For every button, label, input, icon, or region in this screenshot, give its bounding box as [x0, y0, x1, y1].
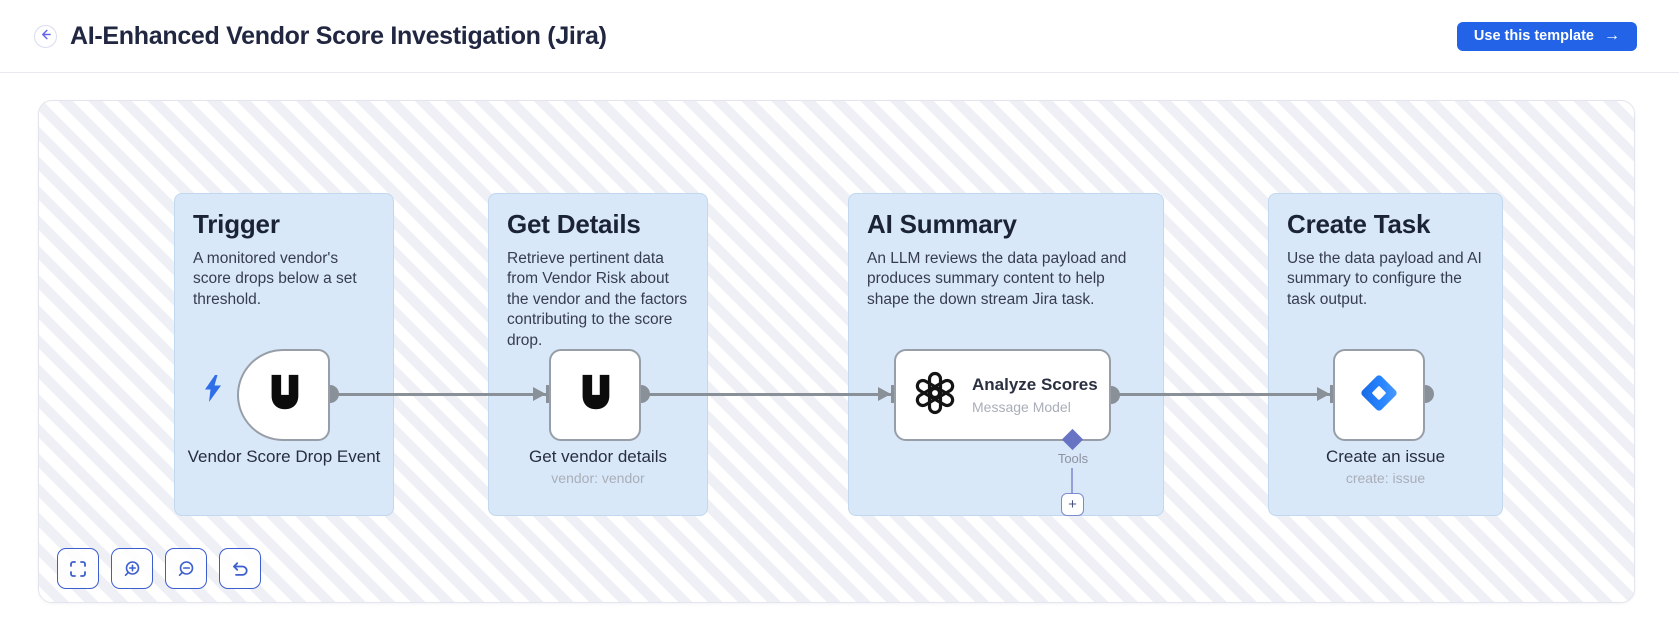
upguard-logo-icon: [263, 372, 305, 419]
undo-icon: [231, 560, 250, 578]
node-sublabel-get-details: vendor: vendor: [551, 470, 645, 486]
node-title: Analyze Scores: [972, 375, 1098, 394]
stage-panel-trigger: Trigger A monitored vendor's score drops…: [174, 193, 394, 516]
node-sublabel-create-task: create: issue: [1345, 470, 1426, 486]
jira-logo-icon: [1356, 370, 1402, 421]
canvas-toolbar: [57, 548, 261, 589]
connector-ai-to-create: [1108, 393, 1336, 396]
connector-trigger-to-get: [327, 393, 552, 396]
openai-logo-icon: [913, 371, 957, 420]
workflow-canvas[interactable]: Trigger A monitored vendor's score drops…: [38, 100, 1635, 603]
fullscreen-button[interactable]: [57, 548, 99, 589]
lightning-bolt-icon: [204, 375, 222, 402]
tools-connector-line: [1071, 468, 1073, 493]
use-this-template-button[interactable]: Use this template →: [1456, 21, 1637, 51]
back-arrow-icon: [40, 27, 51, 45]
stage-title: AI Summary: [867, 209, 1017, 239]
stage-title: Get Details: [507, 209, 641, 239]
stage-title: Trigger: [193, 209, 280, 239]
node-get-vendor-details[interactable]: [549, 349, 641, 441]
node-create-an-issue[interactable]: [1333, 349, 1425, 441]
node-vendor-score-drop-event[interactable]: [237, 349, 330, 441]
stage-description: A monitored vendor's score drops below a…: [193, 250, 357, 308]
zoom-in-icon: [123, 560, 141, 578]
use-this-template-label: Use this template: [1473, 28, 1594, 44]
arrow-right-icon: →: [1604, 27, 1620, 44]
upguard-logo-icon: [574, 372, 616, 419]
node-analyze-scores[interactable]: Analyze Scores Message Model: [894, 349, 1111, 441]
zoom-out-icon: [177, 560, 195, 578]
stage-description: Retrieve pertinent data from Vendor Risk…: [507, 250, 688, 349]
back-button[interactable]: [34, 24, 57, 48]
header: AI-Enhanced Vendor Score Investigation (…: [0, 0, 1679, 73]
input-port-ai: [876, 384, 896, 404]
zoom-in-button[interactable]: [111, 548, 153, 589]
node-label-create-task: Create an issue: [1325, 447, 1446, 466]
node-label-get-details: Get vendor details: [529, 447, 667, 466]
fullscreen-icon: [69, 560, 87, 578]
node-label-trigger: Vendor Score Drop Event: [187, 447, 381, 466]
tools-port-label: Tools: [1057, 451, 1089, 466]
stage-title: Create Task: [1287, 209, 1431, 239]
undo-button[interactable]: [219, 548, 261, 589]
node-subtitle: Message Model: [972, 399, 1071, 415]
plus-icon: +: [1068, 496, 1077, 513]
zoom-out-button[interactable]: [165, 548, 207, 589]
stage-description: Use the data payload and AI summary to c…: [1287, 250, 1482, 308]
input-port-create-task: [1315, 384, 1335, 404]
page-title: AI-Enhanced Vendor Score Investigation (…: [70, 21, 607, 50]
input-port-get-details: [531, 384, 551, 404]
add-tool-button[interactable]: +: [1061, 493, 1084, 516]
connector-get-to-ai: [638, 393, 897, 396]
stage-description: An LLM reviews the data payload and prod…: [867, 250, 1127, 308]
